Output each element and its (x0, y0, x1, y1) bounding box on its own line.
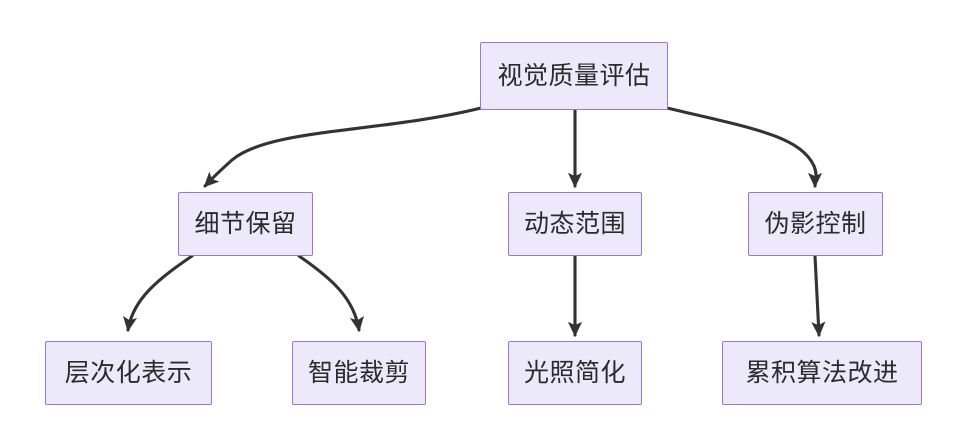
node-hierarchical-representation[interactable]: 层次化表示 (45, 341, 212, 405)
edge-detail-to-crop (297, 254, 364, 332)
edge-root-to-detail (203, 106, 483, 188)
node-label: 光照简化 (523, 358, 626, 387)
node-label: 动态范围 (523, 209, 626, 238)
node-label: 层次化表示 (64, 358, 193, 387)
edge-detail-to-hier (123, 254, 194, 332)
node-label: 累积算法改进 (745, 358, 899, 387)
edge-artifact-to-accum (811, 254, 826, 337)
node-visual-quality-assessment[interactable]: 视觉质量评估 (480, 42, 668, 110)
node-lighting-simplification[interactable]: 光照简化 (508, 341, 642, 405)
node-label: 细节保留 (194, 209, 297, 238)
node-artifact-control[interactable]: 伪影控制 (748, 192, 883, 256)
node-label: 伪影控制 (764, 209, 867, 238)
edge-root-to-artifact (665, 106, 823, 188)
node-accumulation-algorithm-improvement[interactable]: 累积算法改进 (722, 341, 922, 405)
node-smart-cropping[interactable]: 智能裁剪 (292, 341, 426, 405)
node-label: 智能裁剪 (307, 358, 410, 387)
node-label: 视觉质量评估 (497, 61, 651, 90)
node-detail-preservation[interactable]: 细节保留 (178, 192, 313, 256)
node-dynamic-range[interactable]: 动态范围 (508, 192, 642, 256)
